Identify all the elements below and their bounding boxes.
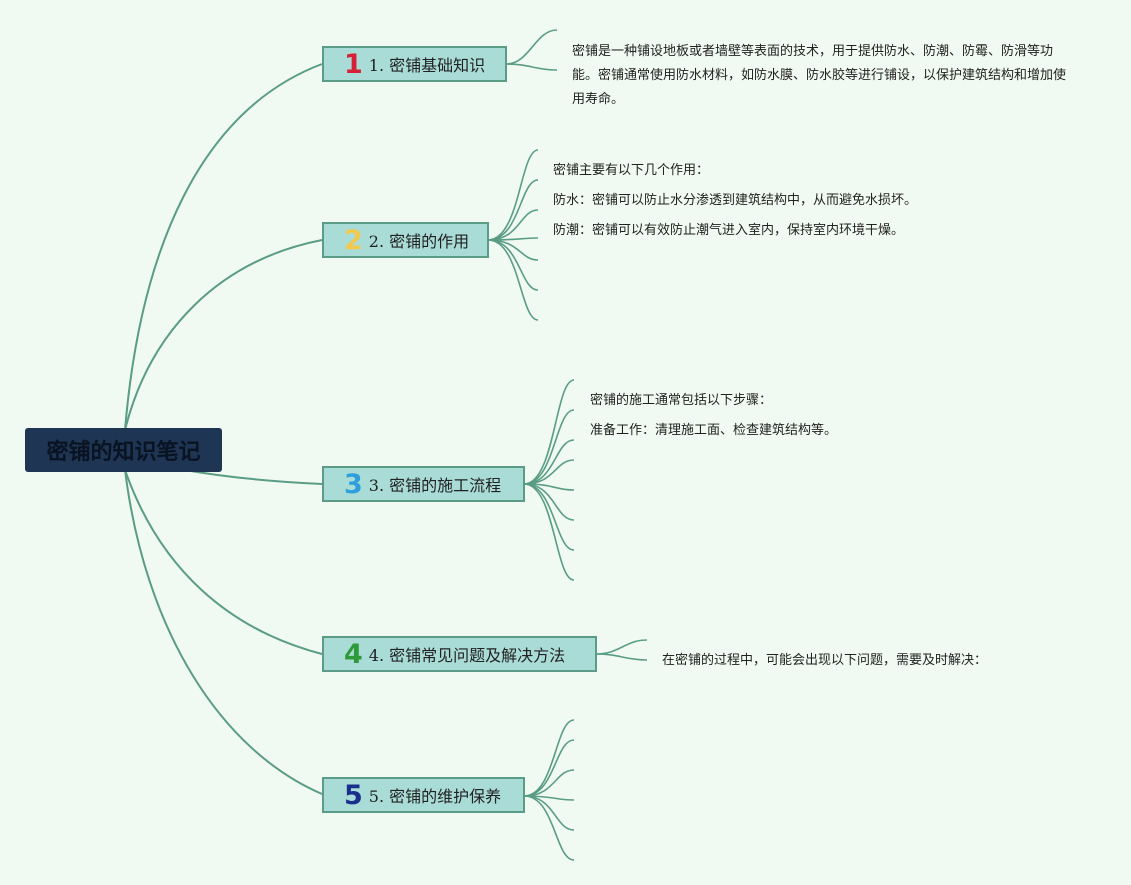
note-function-moistureproof: 防潮：密铺可以有效防止潮气进入室内，保持室内环境干燥。 [553, 223, 905, 238]
number-2-icon: 2 [344, 224, 363, 256]
topic-process[interactable]: 3 3. 密铺的施工流程 [322, 466, 525, 502]
connector-root-topic1 [124, 63, 323, 431]
note-process-prep: 准备工作：清理施工面、检查建筑结构等。 [590, 423, 838, 438]
topic-label: 1. 密铺基础知识 [368, 56, 486, 75]
connector-root-topic3 [184, 469, 323, 485]
topic-label: 3. 密铺的施工流程 [368, 476, 502, 495]
number-1-icon: 1 [344, 48, 363, 80]
note-problems-intro: 在密铺的过程中，可能会出现以下问题，需要及时解决： [662, 653, 988, 668]
topic-function[interactable]: 2 2. 密铺的作用 [322, 222, 489, 258]
note-function-waterproof: 防水：密铺可以防止水分渗透到建筑结构中，从而避免水损坏。 [553, 193, 918, 208]
note-basics: 密铺是一种铺设地板或者墙壁等表面的技术，用于提供防水、防潮、防霉、防滑等功能。密… [572, 44, 1067, 107]
note-process-intro: 密铺的施工通常包括以下步骤： [590, 393, 773, 408]
connector-root-topic4 [124, 469, 323, 655]
number-4-icon: 4 [344, 638, 363, 670]
connector-root-topic5 [124, 469, 323, 795]
root-title: 密铺的知识笔记 [46, 440, 201, 465]
topic-problems[interactable]: 4 4. 密铺常见问题及解决方法 [322, 636, 597, 672]
connector-root-topic2 [124, 239, 323, 431]
note-function-intro: 密铺主要有以下几个作用： [553, 163, 710, 178]
root-node[interactable]: 密铺的知识笔记 [25, 428, 222, 472]
topic-label: 5. 密铺的维护保养 [368, 787, 502, 806]
topic-maintenance[interactable]: 5 5. 密铺的维护保养 [322, 777, 525, 813]
number-3-icon: 3 [344, 468, 363, 500]
topic-label: 4. 密铺常见问题及解决方法 [368, 646, 566, 665]
topic-basics[interactable]: 1 1. 密铺基础知识 [322, 46, 507, 82]
topic-label: 2. 密铺的作用 [368, 232, 470, 251]
number-5-icon: 5 [344, 779, 363, 811]
